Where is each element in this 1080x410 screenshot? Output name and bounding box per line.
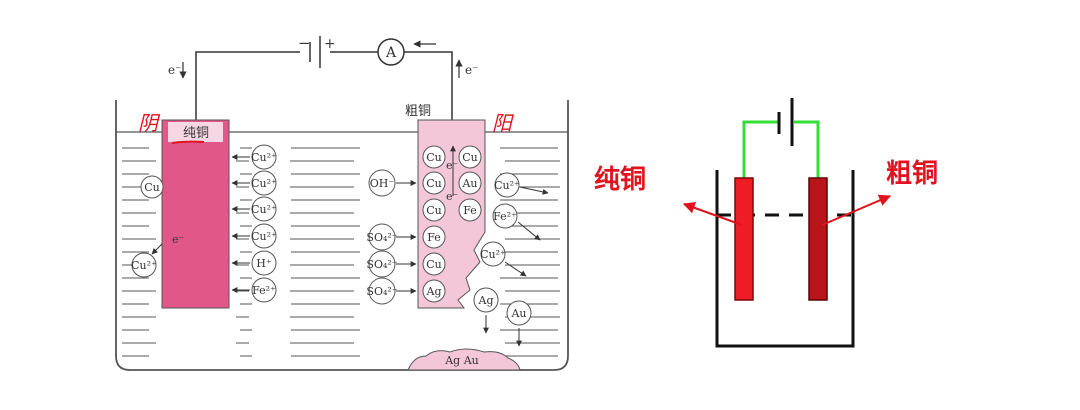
cathode-pure-copper <box>161 119 230 309</box>
anion-column: OH⁻ SO₄²⁻ SO₄²⁻ SO₄²⁻ <box>366 169 417 305</box>
anode-atom-label: Cu <box>426 177 442 190</box>
middle-ion-column: Cu²⁺ Cu²⁺ Cu²⁺ Cu²⁺ H⁺ Fe²⁺ <box>231 144 277 303</box>
right-simplified-diagram: 纯铜 粗铜 <box>594 98 938 348</box>
so4-ion-label: SO₄²⁻ <box>366 231 397 244</box>
ammeter-label: A <box>385 45 397 61</box>
anode-atom-circle <box>422 198 446 222</box>
released-ion-label: Fe²⁺ <box>493 210 517 223</box>
mid-ion-circle <box>251 277 277 303</box>
anode-atom-label: Au <box>461 177 477 190</box>
circuit-wire <box>195 51 453 120</box>
anode-atom-circle <box>458 198 482 222</box>
anode-handwritten-label: 阳 <box>492 111 515 135</box>
anode-atom-label: Ag <box>426 285 442 298</box>
simple-tank <box>715 170 855 348</box>
mid-ion-circle <box>251 170 277 196</box>
solution-lines <box>122 147 560 357</box>
anode-atom-circle <box>422 252 446 276</box>
battery-plus: + <box>324 36 336 52</box>
mid-ion-circle <box>251 196 277 222</box>
simple-anode <box>808 177 828 301</box>
mid-ion-label: Cu²⁺ <box>251 151 277 164</box>
ammeter <box>377 38 405 66</box>
simple-cathode-label: 纯铜 <box>594 164 646 195</box>
so4-ion-circle <box>368 223 396 251</box>
simple-cathode <box>734 177 754 301</box>
sediment-ion-label: Ag <box>478 294 494 307</box>
electron-label-right: e⁻ <box>465 63 478 77</box>
cathode-pointer-arrow <box>682 202 743 226</box>
anode-atom-label: Cu <box>462 151 478 164</box>
anode-electron-label: e⁻ <box>446 159 459 172</box>
mid-ion-label: Cu²⁺ <box>251 203 277 216</box>
anode-atom-label: Cu <box>426 204 442 217</box>
anode-atom-circle <box>458 171 482 195</box>
electrolytic-tank <box>115 100 569 371</box>
handwritten-underline <box>171 140 205 144</box>
released-ion-label: Cu²⁺ <box>494 179 520 192</box>
sediment-ion-label: Au <box>510 307 526 320</box>
cathode-handwritten-label: 阴 <box>138 111 161 135</box>
released-ion-circle <box>492 203 518 229</box>
mid-ion-label: Cu²⁺ <box>251 177 277 190</box>
anode-released-ions: Cu²⁺ Fe²⁺ Cu²⁺ Ag Au <box>473 172 549 347</box>
simple-anode-label: 粗铜 <box>886 159 938 189</box>
cu2-ion-left-circle <box>131 252 157 278</box>
released-ion-circle <box>494 172 520 198</box>
anode-atom-circle <box>458 145 482 169</box>
anode-electron-label: e⁻ <box>446 190 459 203</box>
cathode-electron-label: e⁻ <box>172 233 185 246</box>
battery-minus: − <box>298 34 311 52</box>
mid-ion-circle <box>251 144 277 170</box>
released-ion-arrow <box>519 186 549 195</box>
anode-mud <box>407 348 521 371</box>
released-ion-arrow <box>504 261 527 277</box>
anode-label: 粗铜 <box>405 104 431 119</box>
cu-atom-circle <box>140 175 164 199</box>
so4-ion-circle <box>368 250 396 278</box>
cathode-label-bg <box>168 122 223 142</box>
mid-ion-label: Fe²⁺ <box>252 284 276 297</box>
mid-ion-circle <box>251 223 277 249</box>
anode-atom-label: Cu <box>426 151 442 164</box>
mid-ion-circle <box>251 250 277 276</box>
anode-atom-circle <box>422 171 446 195</box>
oh-ion-circle <box>368 169 396 197</box>
released-ion-arrow <box>517 221 541 241</box>
released-ion-circle <box>480 241 506 267</box>
mid-ion-label: Cu²⁺ <box>251 230 277 243</box>
cathode-label: 纯铜 <box>183 126 209 141</box>
so4-ion-label: SO₄²⁻ <box>366 285 397 298</box>
cu2-ion-left-label: Cu²⁺ <box>131 259 157 272</box>
electron-label-left: e⁻ <box>168 63 181 77</box>
anode-atoms: Cu Cu Cu Fe Cu Ag Cu Au Fe e⁻ e⁻ <box>422 145 482 303</box>
so4-ion-label: SO₄²⁻ <box>366 258 397 271</box>
sediment-ion-circle <box>473 287 499 313</box>
anode-atom-label: Fe <box>463 204 477 217</box>
anode-atom-circle <box>422 225 446 249</box>
cu-atom-label: Cu <box>144 181 160 194</box>
anode-pointer-arrow <box>821 194 892 226</box>
left-electrolysis-diagram: − + A e⁻ e⁻ 纯铜 e⁻ 粗铜 阴 阳 Cu Cu²⁺ <box>115 34 569 371</box>
mid-ion-label: H⁺ <box>256 257 272 270</box>
anode-atom-label: Fe <box>427 231 441 244</box>
so4-ion-circle <box>368 277 396 305</box>
released-ion-label: Cu²⁺ <box>480 248 506 261</box>
anode-atom-circle <box>422 279 446 303</box>
simple-circuit-wire <box>742 120 820 178</box>
cu2-ion-left-arrow <box>151 243 163 255</box>
anode-atom-circle <box>422 145 446 169</box>
anode-mud-label: Ag Au <box>444 354 479 367</box>
anode-atom-label: Cu <box>426 258 442 271</box>
oh-ion-label: OH⁻ <box>370 177 395 190</box>
sediment-ion-circle <box>506 300 532 326</box>
